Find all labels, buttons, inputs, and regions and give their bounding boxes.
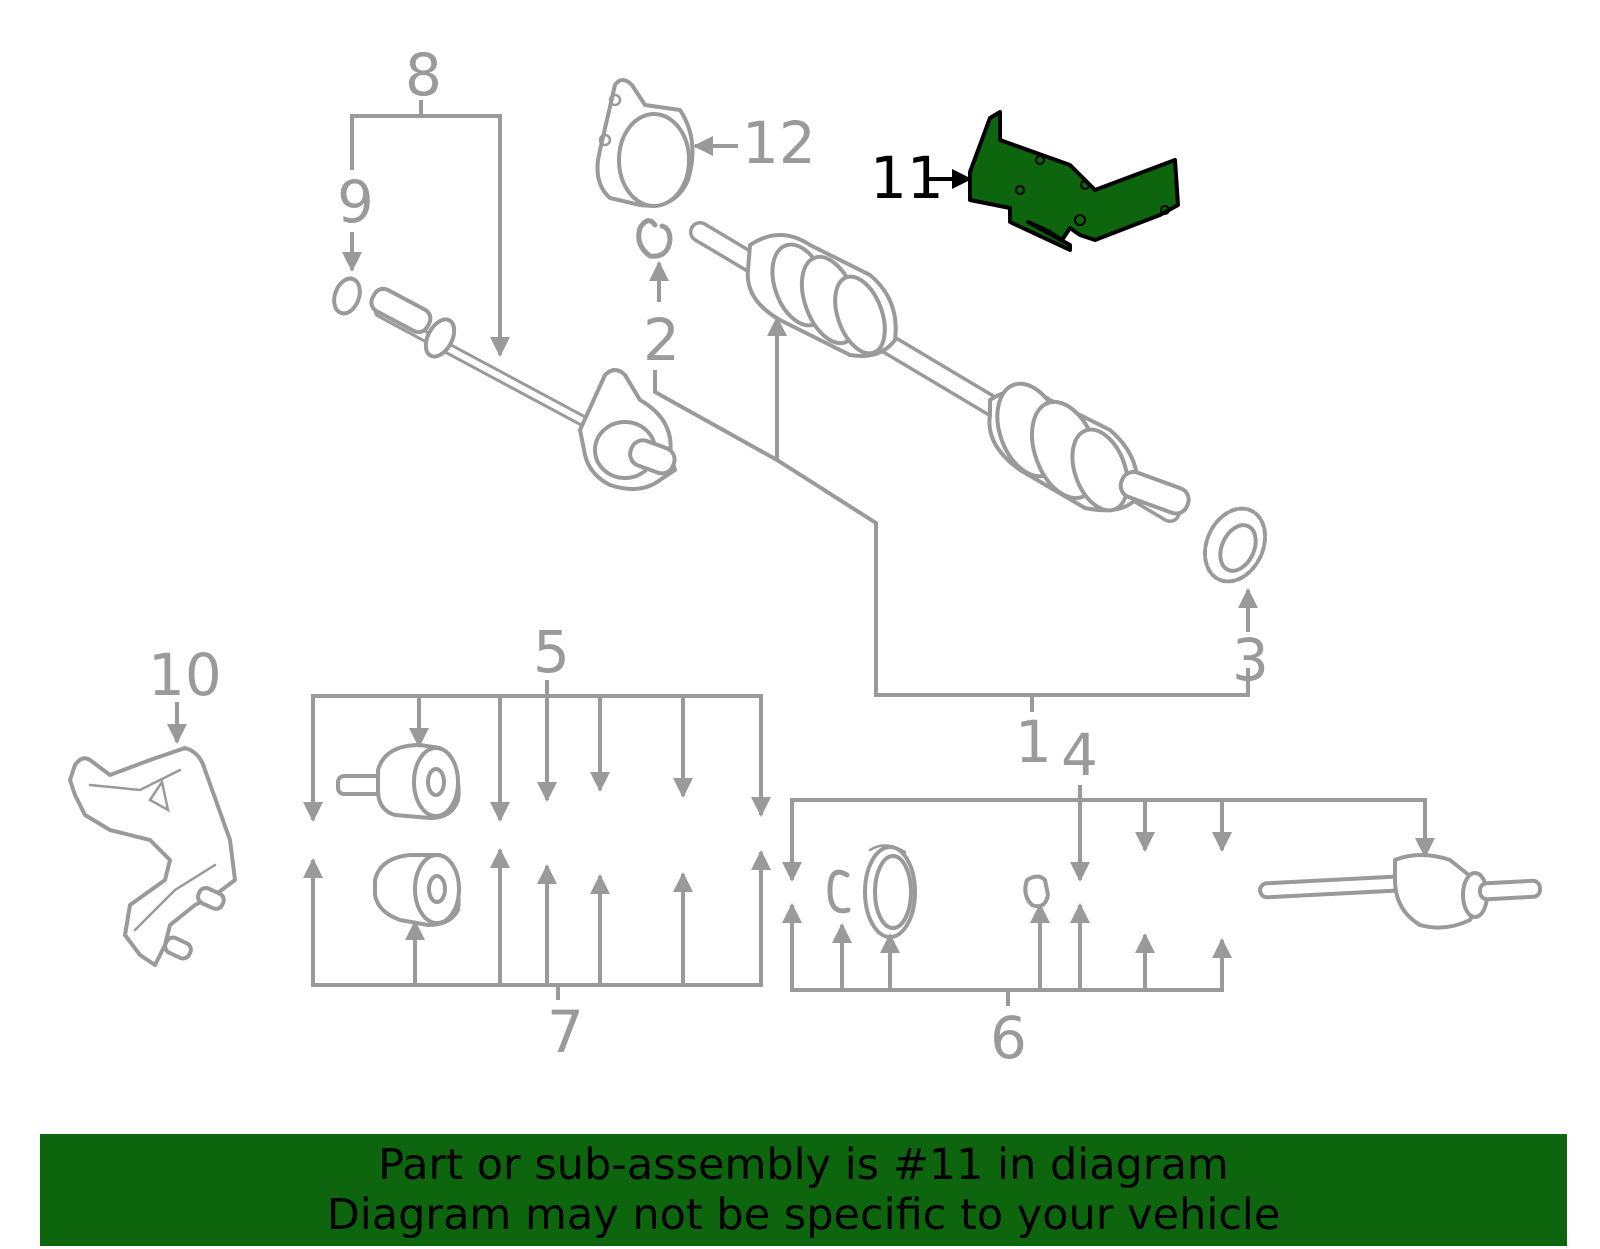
banner-line-2: Diagram may not be specific to your vehi… <box>326 1190 1281 1240</box>
tone-ring-part <box>1202 506 1268 584</box>
callout-1: 1 <box>1015 708 1052 776</box>
callout-8: 8 <box>405 41 442 109</box>
callout-9: 9 <box>337 168 374 236</box>
bracket-part-11 <box>968 110 1180 252</box>
leader-lines <box>167 100 1435 1006</box>
outer-joint-kit-parts <box>827 844 1543 939</box>
banner-line-1: Part or sub-assembly is #11 in diagram <box>378 1140 1229 1190</box>
axle-assembly-part <box>689 221 1191 523</box>
callout-10: 10 <box>148 641 222 709</box>
callout-3: 3 <box>1232 626 1269 694</box>
callout-4: 4 <box>1061 721 1098 789</box>
callout-6: 6 <box>990 1004 1027 1072</box>
inner-joint-part <box>336 743 461 820</box>
callout-2: 2 <box>643 306 680 374</box>
intermediate-shaft-part <box>332 276 677 491</box>
callout-7: 7 <box>547 998 584 1066</box>
bearing-cap-part <box>595 78 695 208</box>
snap-ring-part <box>636 218 673 259</box>
callout-11: 11 <box>870 144 944 212</box>
mount-bracket-part <box>68 746 237 967</box>
info-banner: Part or sub-assembly is #11 in diagram D… <box>40 1134 1567 1246</box>
callout-12: 12 <box>742 109 816 177</box>
callout-5: 5 <box>533 618 570 686</box>
boot-clamp-part <box>373 853 461 927</box>
